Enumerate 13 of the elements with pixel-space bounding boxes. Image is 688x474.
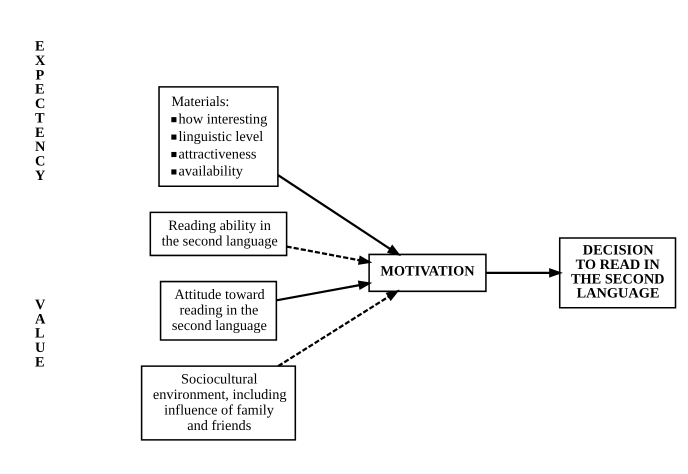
arrow (276, 280, 372, 302)
node-box: Attitude toward reading in the second language (160, 280, 278, 341)
arrow (278, 290, 400, 368)
node-box: DECISION TO READ IN THE SECOND LANGUAGE (558, 237, 676, 308)
node-box: MOTIVATION (368, 254, 487, 292)
arrow (277, 174, 402, 256)
arrow (486, 268, 563, 278)
label: VALUE (35, 296, 46, 370)
node-box: Sociocultural environment, including influence of family and friends (140, 365, 296, 441)
node-box: Materials: how interesting linguistic level attractiveness availability (158, 86, 279, 188)
arrow (286, 245, 372, 265)
node-box: Reading ability in the second language (150, 212, 288, 256)
label: EXPECTENCY (35, 38, 46, 184)
